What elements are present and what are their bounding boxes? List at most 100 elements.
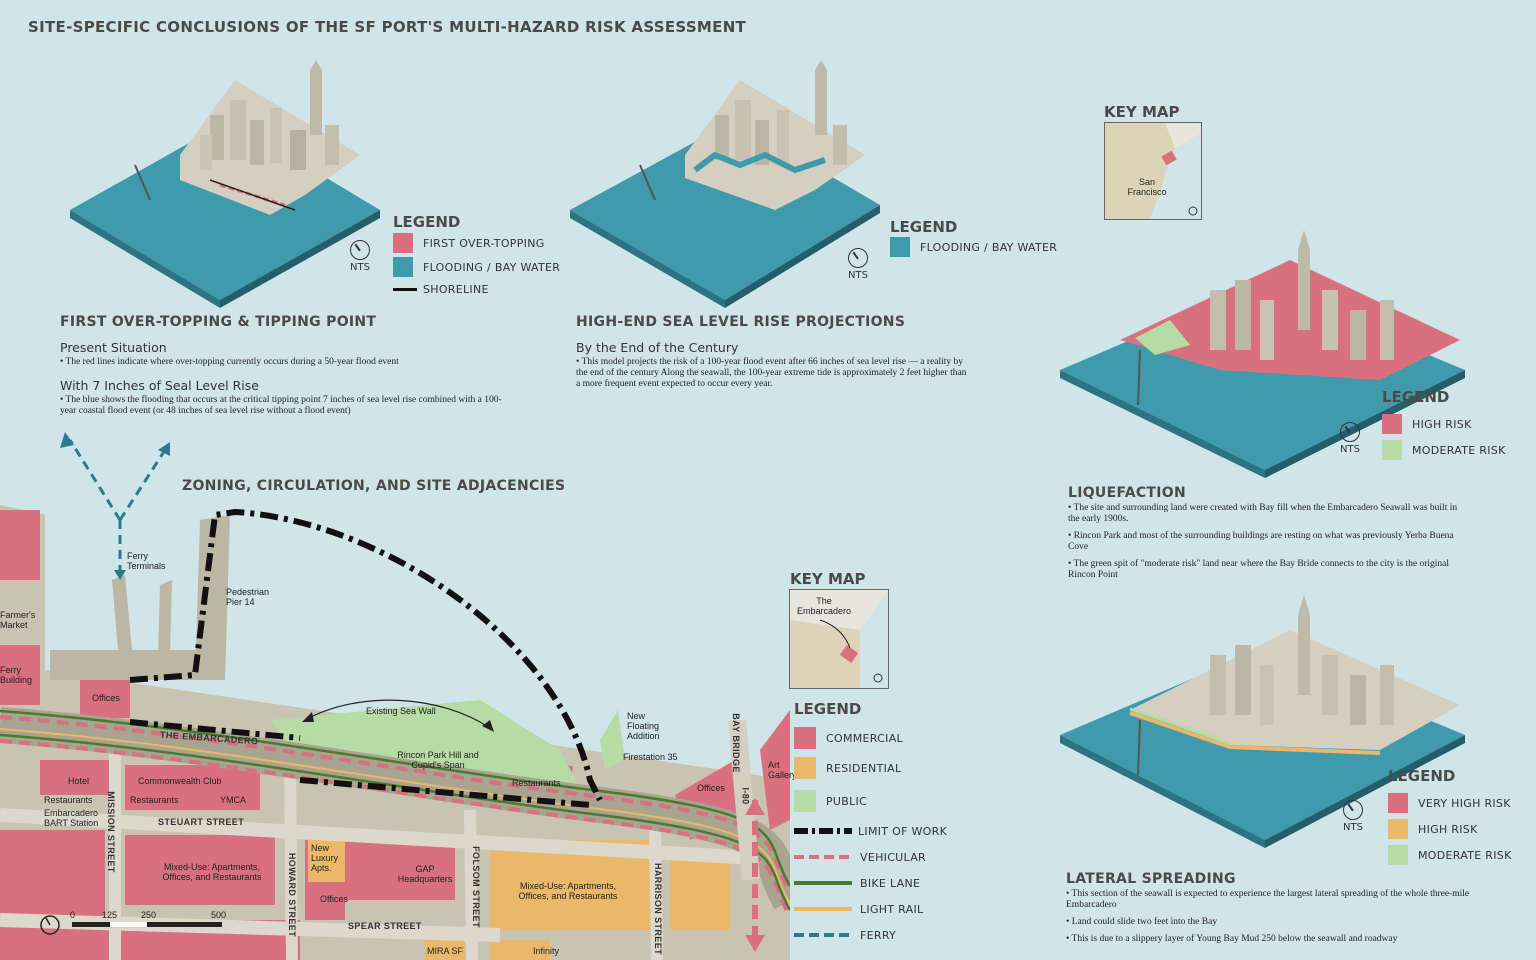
keymap-zoning: The Embarcadero bbox=[789, 589, 889, 689]
end-of-century-text: • This model projects the risk of a 100-… bbox=[576, 357, 967, 389]
legend-overtopping: FIRST OVER-TOPPING FLOODING / BAY WATER … bbox=[393, 232, 560, 300]
pier14-label: Pedestrian Pier 14 bbox=[226, 587, 270, 607]
scale-125: 125 bbox=[102, 910, 118, 920]
liquefaction-text: • The site and surrounding land were cre… bbox=[1068, 503, 1458, 580]
restaurants-label: Restaurants bbox=[44, 795, 93, 805]
commonwealth-label: Commonwealth Club bbox=[138, 776, 222, 786]
orange-swatch-icon bbox=[794, 757, 816, 779]
keymap-label: The Embarcadero bbox=[796, 596, 852, 616]
zoning-heading: ZONING, CIRCULATION, AND SITE ADJACENCIE… bbox=[182, 478, 566, 494]
zoning-map bbox=[0, 432, 790, 960]
restaurants-label: Restaurants bbox=[512, 778, 561, 788]
legend-liquefaction: HIGH RISK MODERATE RISK bbox=[1382, 413, 1506, 461]
legend-title: LEGEND bbox=[1382, 388, 1450, 406]
spear-street-label: SPEAR STREET bbox=[348, 921, 422, 931]
page-title: SITE-SPECIFIC CONCLUSIONS OF THE SF PORT… bbox=[28, 18, 747, 36]
art-gallery-label: Art Gallery bbox=[768, 760, 797, 780]
seawall-label: Existing Sea Wall bbox=[366, 706, 436, 716]
legend-title: LEGEND bbox=[393, 213, 461, 231]
mixed-use-label: Mixed-Use: Apartments, Offices, and Rest… bbox=[162, 862, 262, 882]
scale-250: 250 bbox=[141, 910, 157, 920]
pink-swatch-icon bbox=[1382, 414, 1402, 434]
keymap-label: San Francisco bbox=[1127, 177, 1167, 197]
farmers-market-label: Farmer's Market bbox=[0, 610, 36, 630]
legend-lateral: VERY HIGH RISK HIGH RISK MODERATE RISK bbox=[1388, 792, 1512, 866]
harrison-street-label: HARRISON STREET bbox=[653, 862, 664, 956]
sea-level-rise-model bbox=[570, 60, 880, 308]
pink-swatch-icon bbox=[1388, 793, 1408, 813]
ymca-label: YMCA bbox=[220, 795, 247, 805]
liquefaction-heading: LIQUEFACTION bbox=[1068, 485, 1187, 501]
green-swatch-icon bbox=[1388, 845, 1408, 865]
keymap-title: KEY MAP bbox=[1104, 103, 1180, 121]
firestation-label: Firestation 35 bbox=[623, 752, 678, 762]
gap-hq-label: GAP Headquarters bbox=[397, 864, 453, 884]
ferry-arrow-icon bbox=[794, 933, 852, 937]
north-arrow-icon bbox=[1340, 422, 1360, 442]
legend-title: LEGEND bbox=[890, 218, 958, 236]
teal-swatch-icon bbox=[890, 237, 910, 257]
keymap-top: San Francisco bbox=[1104, 122, 1202, 220]
offices-label: Offices bbox=[92, 693, 120, 703]
nts-north-indicator: NTS bbox=[1343, 800, 1363, 833]
vehicular-arrow-icon bbox=[794, 855, 852, 859]
pink-swatch-icon bbox=[794, 727, 816, 749]
legend-zoning: COMMERCIAL RESIDENTIAL PUBLIC LIMIT OF W… bbox=[794, 724, 947, 948]
lateral-spreading-heading: LATERAL SPREADING bbox=[1066, 871, 1236, 887]
end-of-century-subheading: By the End of the Century bbox=[576, 340, 739, 355]
lateral-spreading-model bbox=[1060, 595, 1465, 848]
ferry-terminals-label: Ferry Terminals bbox=[127, 551, 166, 571]
commercial-block bbox=[0, 510, 40, 580]
luxury-apts-label: New Luxury Apts. bbox=[311, 843, 339, 873]
scale-500: 500 bbox=[211, 910, 227, 920]
shoreline-line-icon bbox=[393, 287, 417, 291]
north-arrow-icon bbox=[350, 240, 370, 260]
lateral-spreading-text: • This section of the seawall is expecte… bbox=[1066, 889, 1470, 944]
present-situation-subheading: Present Situation bbox=[60, 340, 167, 355]
north-arrow-icon bbox=[848, 248, 868, 268]
keymap-zoning-map bbox=[790, 590, 888, 688]
bart-station-label: Embarcadero BART Station bbox=[44, 808, 99, 828]
north-arrow-icon bbox=[1343, 800, 1363, 820]
nts-north-indicator: NTS bbox=[350, 240, 370, 273]
legend-title: LEGEND bbox=[1388, 767, 1456, 785]
rincon-park-label: Rincon Park Hill and Cupid's Span bbox=[397, 750, 479, 770]
restaurants-label: Restaurants bbox=[130, 795, 179, 805]
legend-item: FIRST OVER-TOPPING bbox=[393, 232, 560, 254]
mission-street-label: MISSION STREET bbox=[105, 791, 116, 873]
i80-label: I-80 bbox=[740, 787, 751, 805]
bay-bridge-label: BAY BRIDGE bbox=[730, 713, 741, 773]
liquefaction-model bbox=[1060, 230, 1465, 478]
rail-arrow-icon bbox=[794, 907, 852, 911]
nts-north-indicator: NTS bbox=[1340, 422, 1360, 455]
keymap-title: KEY MAP bbox=[790, 570, 866, 588]
orange-swatch-icon bbox=[1388, 819, 1408, 839]
limit-line-icon bbox=[794, 828, 852, 834]
mixed-use-label: Mixed-Use: Apartments, Offices, and Rest… bbox=[518, 881, 618, 901]
steuart-street-label: STEUART STREET bbox=[158, 817, 245, 827]
overtopping-heading: FIRST OVER-TOPPING & TIPPING POINT bbox=[60, 314, 377, 330]
legend-title: LEGEND bbox=[794, 700, 862, 718]
seven-inch-subheading: With 7 Inches of Seal Level Rise bbox=[60, 378, 259, 393]
seven-inch-text: • The blue shows the flooding that occur… bbox=[60, 395, 502, 416]
mira-label: MIRA SF bbox=[427, 946, 464, 956]
offices-label: Offices bbox=[320, 894, 348, 904]
nts-north-indicator: NTS bbox=[848, 248, 868, 281]
howard-street-label: HOWARD STREET bbox=[287, 852, 298, 938]
offices-label: Offices bbox=[697, 783, 725, 793]
legend-sea-level: FLOODING / BAY WATER bbox=[890, 236, 1057, 258]
ferry-building-label: Ferry Building bbox=[0, 665, 33, 685]
folsom-street-label: FOLSOM STREET bbox=[470, 846, 481, 928]
hotel-label: Hotel bbox=[68, 776, 90, 786]
pink-swatch-icon bbox=[393, 233, 413, 253]
bike-arrow-icon bbox=[794, 881, 852, 885]
sea-level-heading: HIGH-END SEA LEVEL RISE PROJECTIONS bbox=[576, 314, 906, 330]
teal-swatch-icon bbox=[393, 257, 413, 277]
overtopping-model bbox=[70, 60, 380, 308]
green-swatch-icon bbox=[794, 790, 816, 812]
green-swatch-icon bbox=[1382, 440, 1402, 460]
scale-0: 0 bbox=[70, 910, 76, 920]
floating-addition-label: New Floating Addition bbox=[627, 711, 660, 741]
infinity-label: Infinity bbox=[533, 946, 560, 956]
keymap-top-map bbox=[1105, 123, 1201, 219]
